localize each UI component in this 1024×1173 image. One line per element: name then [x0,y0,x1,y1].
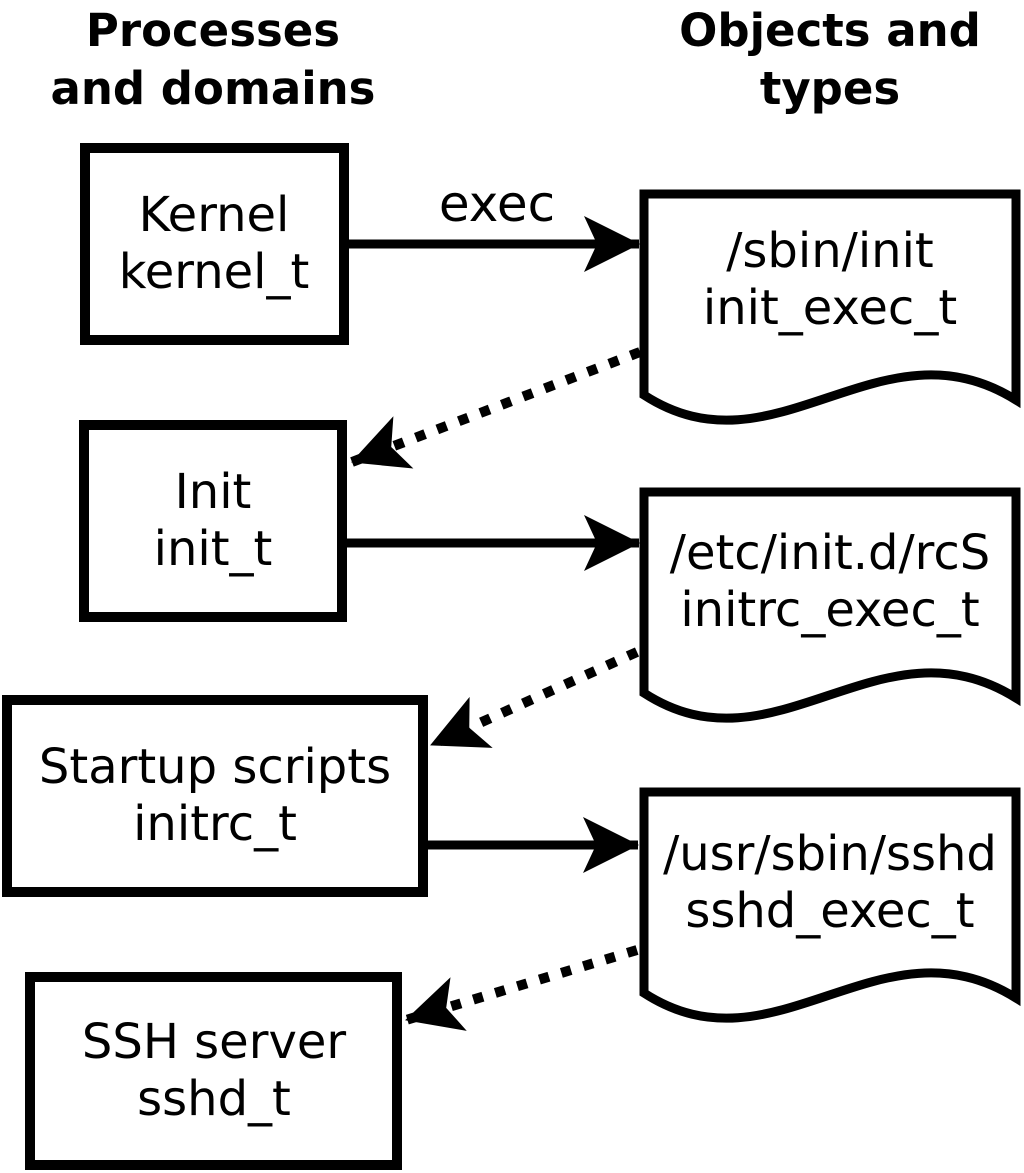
object-file-label: /usr/sbin/sshd [663,826,997,882]
transition-arrow-rcs-to-startup [428,647,640,750]
process-box-startup-scripts: Startup scripts initrc_t [2,695,428,897]
object-doc-usr-sbin-sshd: /usr/sbin/sshd sshd_exec_t [639,787,1021,1023]
process-box-shape [80,143,349,345]
process-name-label: SSH server [82,1014,347,1070]
exec-arrow-label: exec [439,175,555,233]
object-type-label: sshd_exec_t [685,883,974,939]
process-name-label: Startup scripts [39,739,391,795]
object-type-label: initrc_exec_t [680,582,979,638]
object-file-label: /etc/init.d/rcS [670,525,990,581]
process-boxes: Kernel kernel_t Init init_t Startup scri… [2,143,428,1170]
object-documents: /sbin/init init_exec_t /etc/init.d/rcS i… [639,189,1021,1023]
document-shape [639,189,1021,425]
process-box-shape [25,972,402,1170]
object-doc-sbin-init: /sbin/init init_exec_t [639,189,1021,425]
process-name-label: Init [175,464,252,520]
object-type-label: init_exec_t [703,280,957,336]
column-headers: Processes and domains Objects and types [51,4,981,115]
left-column-header-line1: Processes [86,4,340,57]
left-column-header-line2: and domains [51,62,376,115]
process-box-shape [79,420,347,622]
process-box-ssh-server: SSH server sshd_t [25,972,402,1170]
process-domain-label: initrc_t [133,796,297,852]
transition-arrow-sbin-init-to-init [350,347,642,469]
process-domain-label: kernel_t [119,244,310,300]
object-file-label: /sbin/init [726,223,934,279]
right-column-header-line2: types [760,62,900,115]
document-shape [639,487,1021,723]
process-box-shape [2,695,428,897]
process-box-kernel: Kernel kernel_t [80,143,349,345]
document-shape [639,787,1021,1023]
process-name-label: Kernel [139,187,290,243]
process-domain-label: sshd_t [137,1071,291,1127]
transition-arrow-sshd-exec-to-sshd [404,945,639,1031]
exec-arrows: exec [347,175,640,873]
process-box-init: Init init_t [79,420,347,622]
right-column-header-line1: Objects and [679,4,981,57]
transition-arrows [350,347,642,1031]
process-domain-label: init_t [154,521,273,577]
object-doc-etc-initd-rcs: /etc/init.d/rcS initrc_exec_t [639,487,1021,723]
